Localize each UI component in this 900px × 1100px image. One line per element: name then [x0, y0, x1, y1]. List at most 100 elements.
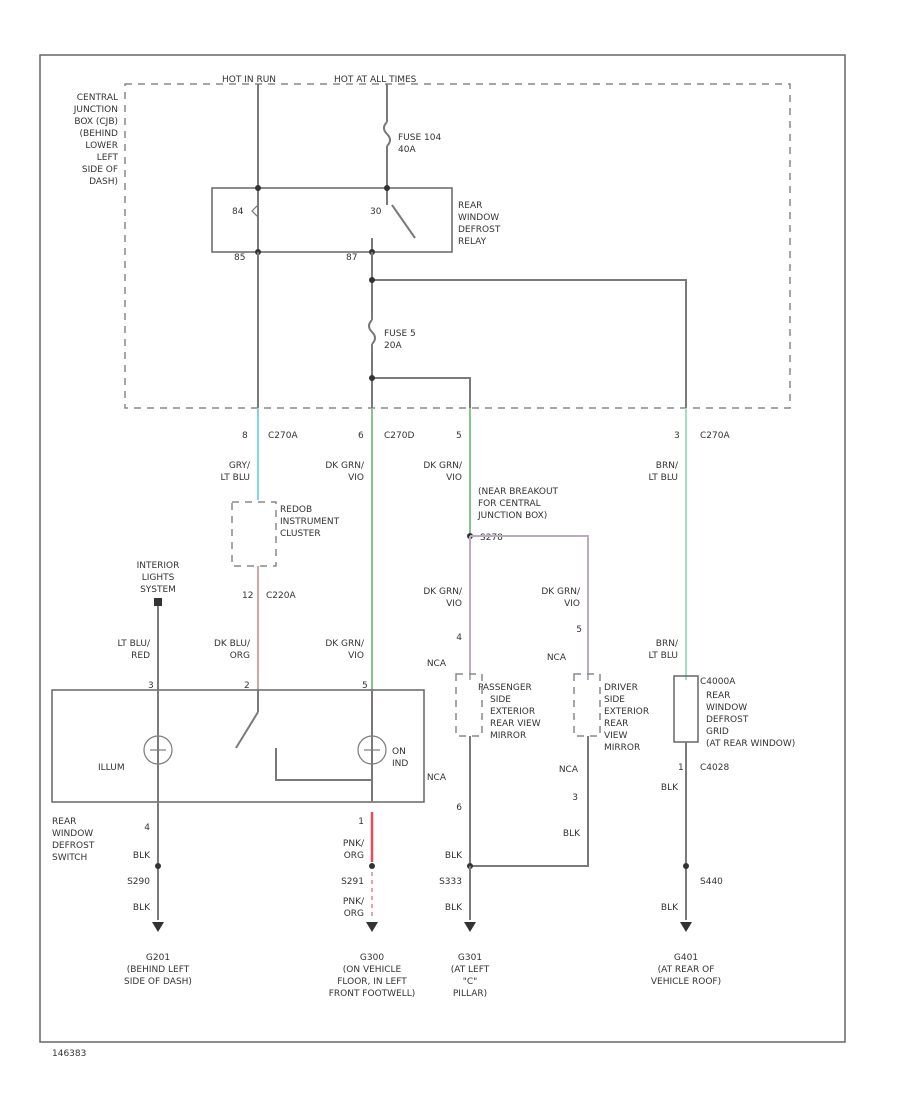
svg-text:DK GRN/: DK GRN/: [325, 461, 365, 471]
svg-text:(ON VEHICLE: (ON VEHICLE: [343, 965, 402, 975]
svg-text:G301: G301: [458, 953, 482, 963]
svg-text:DEFROST: DEFROST: [706, 715, 749, 725]
svg-text:SIDE: SIDE: [490, 695, 511, 705]
svg-text:LEFT: LEFT: [97, 153, 119, 163]
svg-text:REAR: REAR: [52, 817, 76, 827]
wire-to-driver-mirror: [470, 535, 589, 680]
svg-text:ILLUM: ILLUM: [98, 763, 125, 773]
connector-c1: 8 C270A: [242, 431, 298, 441]
wire-label-ltblu-red: LT BLU/ RED: [118, 639, 151, 661]
svg-text:30: 30: [370, 207, 382, 217]
svg-text:(AT REAR OF: (AT REAR OF: [658, 965, 715, 975]
svg-text:PASSENGER: PASSENGER: [478, 683, 532, 693]
svg-text:LIGHTS: LIGHTS: [142, 573, 175, 583]
svg-text:20A: 20A: [384, 341, 402, 351]
svg-text:DK GRN/: DK GRN/: [423, 461, 463, 471]
svg-text:3: 3: [572, 793, 578, 803]
svg-text:BLK: BLK: [661, 783, 679, 793]
fuse-5: FUSE 5 20A: [368, 319, 416, 408]
svg-text:3: 3: [148, 681, 154, 691]
svg-text:C4000A: C4000A: [700, 677, 736, 687]
svg-text:85: 85: [234, 253, 245, 263]
svg-text:LOWER: LOWER: [85, 141, 118, 151]
svg-text:IND: IND: [392, 759, 408, 769]
rear-window-defrost-grid: C4000A REAR WINDOW DEFROST GRID (AT REAR…: [673, 675, 795, 773]
svg-text:"C": "C": [463, 977, 478, 987]
svg-text:G201: G201: [146, 953, 170, 963]
svg-text:DRIVER: DRIVER: [604, 683, 638, 693]
svg-text:SIDE OF: SIDE OF: [82, 165, 118, 175]
svg-text:GRID: GRID: [706, 727, 729, 737]
svg-text:BLK: BLK: [133, 903, 151, 913]
svg-text:FUSE 5: FUSE 5: [384, 329, 416, 339]
svg-text:PILLAR): PILLAR): [453, 989, 487, 999]
splice-dot-relay: [369, 277, 375, 283]
svg-text:REDOB: REDOB: [280, 505, 312, 515]
svg-text:DEFROST: DEFROST: [458, 225, 501, 235]
svg-text:FLOOR, IN LEFT: FLOOR, IN LEFT: [337, 977, 407, 987]
svg-text:5: 5: [362, 681, 368, 691]
ground-branch-3: BLK S333 BLK G301 (AT LEFT "C" PILLAR): [439, 851, 490, 999]
svg-text:VIO: VIO: [348, 651, 364, 661]
svg-text:C4028: C4028: [700, 763, 729, 773]
ground-branch-1: BLK S290 BLK G201 (BEHIND LEFT SIDE OF D…: [124, 851, 192, 987]
svg-text:DASH): DASH): [89, 177, 118, 187]
svg-text:BRN/: BRN/: [656, 461, 679, 471]
svg-text:EXTERIOR: EXTERIOR: [604, 707, 649, 717]
svg-text:DK GRN/: DK GRN/: [325, 639, 365, 649]
svg-text:BLK: BLK: [445, 851, 463, 861]
svg-text:RELAY: RELAY: [458, 237, 487, 247]
splice-dot-fuse5: [369, 375, 375, 381]
connector-c3: 5: [456, 431, 462, 441]
wire-label-dkgrn-switch: DK GRN/ VIO: [325, 639, 365, 661]
svg-text:DK GRN/: DK GRN/: [423, 587, 463, 597]
svg-text:DEFROST: DEFROST: [52, 841, 95, 851]
svg-text:NCA: NCA: [547, 653, 567, 663]
wire-label-dkgrn-2: DK GRN/ VIO: [423, 461, 463, 483]
svg-text:SWITCH: SWITCH: [52, 853, 87, 863]
fuse-104: FUSE 104 40A: [383, 121, 441, 186]
interior-lights-system: INTERIOR LIGHTS SYSTEM: [137, 561, 180, 606]
wire-label-gry: GRY/ LT BLU: [221, 461, 251, 483]
wire-driver-ground: [470, 736, 589, 867]
svg-text:S333: S333: [439, 877, 462, 887]
svg-text:MIRROR: MIRROR: [604, 743, 640, 753]
svg-text:REAR: REAR: [706, 691, 730, 701]
svg-text:NCA: NCA: [559, 765, 579, 775]
rear-window-defrost-switch: 3 2 5 ILLUM ON IND: [51, 681, 425, 803]
svg-text:PNK/: PNK/: [343, 839, 365, 849]
svg-text:FRONT FOOTWELL): FRONT FOOTWELL): [329, 989, 416, 999]
svg-text:(NEAR BREAKOUT: (NEAR BREAKOUT: [478, 487, 559, 497]
svg-text:BOX (CJB): BOX (CJB): [74, 117, 118, 127]
ground-branch-2: PNK/ ORG S291 PNK/ ORG G300 (ON VEHICLE …: [329, 839, 416, 999]
svg-text:BLK: BLK: [445, 903, 463, 913]
svg-text:SYSTEM: SYSTEM: [140, 585, 176, 595]
svg-text:C220A: C220A: [266, 591, 296, 601]
driver-mirror: DRIVER SIDE EXTERIOR REAR VIEW MIRROR NC…: [547, 625, 649, 803]
svg-text:GRY/: GRY/: [229, 461, 251, 471]
cjb-label: CENTRAL JUNCTION BOX (CJB) (BEHIND LOWER…: [73, 93, 119, 187]
grid-wire-label: BRN/ LT BLU: [649, 639, 679, 661]
wire-label-dkgrn-1: DK GRN/ VIO: [325, 461, 365, 483]
svg-text:C270A: C270A: [268, 431, 298, 441]
switch-pin-1: 1: [358, 817, 364, 827]
svg-text:REAR VIEW: REAR VIEW: [490, 719, 541, 729]
svg-text:REAR: REAR: [458, 201, 482, 211]
diagram-code: 146383: [52, 1049, 86, 1059]
svg-text:(BEHIND LEFT: (BEHIND LEFT: [127, 965, 190, 975]
hot-at-all-times-label: HOT AT ALL TIMES: [334, 75, 417, 85]
svg-text:VIO: VIO: [348, 473, 364, 483]
svg-text:CENTRAL: CENTRAL: [77, 93, 118, 103]
diagram-frame: [39, 54, 846, 1043]
svg-text:FOR CENTRAL: FOR CENTRAL: [478, 499, 541, 509]
svg-text:ORG: ORG: [344, 909, 364, 919]
svg-text:ORG: ORG: [344, 851, 364, 861]
svg-text:C270D: C270D: [384, 431, 414, 441]
svg-text:LT BLU/: LT BLU/: [118, 639, 151, 649]
passenger-mirror: PASSENGER SIDE EXTERIOR REAR VIEW MIRROR…: [427, 633, 541, 813]
switch-name-label: REAR WINDOW DEFROST SWITCH: [52, 817, 95, 863]
splice-s278: (NEAR BREAKOUT FOR CENTRAL JUNCTION BOX)…: [467, 487, 559, 543]
svg-text:INTERIOR: INTERIOR: [137, 561, 180, 571]
svg-text:2: 2: [244, 681, 250, 691]
